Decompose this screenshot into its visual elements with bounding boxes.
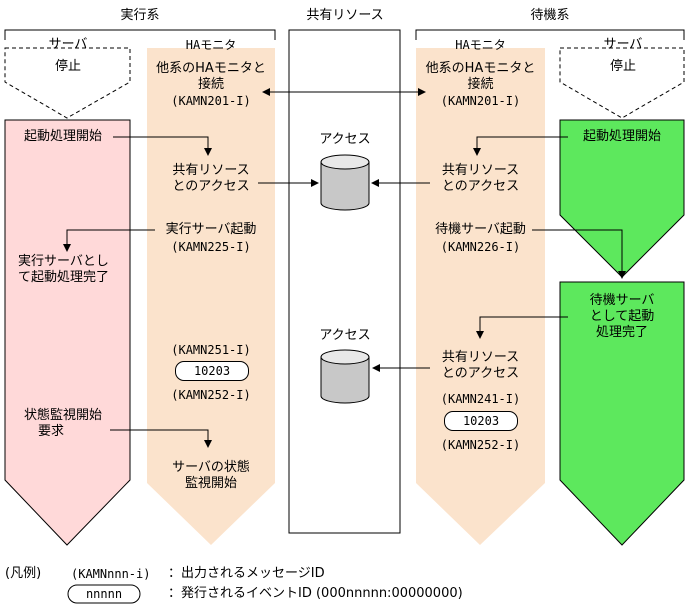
active-access-1: 共有リソース [172, 163, 250, 178]
standby-access-2: とのアクセス [441, 179, 520, 194]
legend-event-pill [67, 584, 141, 604]
standby-connect-2: 接続 [467, 77, 494, 92]
standby-msg-241: (KAMN241-I) [440, 392, 521, 406]
active-server-start-msg: (KAMN225-I) [171, 240, 251, 254]
standby-connect-1: 他系のHAモニタと [425, 61, 536, 76]
legend-event-desc: ：発行されるイベントID (000nnnnn:00000000) [168, 586, 463, 601]
standby-connect-msg: (KAMN201-I) [440, 94, 521, 108]
shared-access-label-bottom: アクセス [319, 328, 371, 343]
active-server-stopped-shape [4, 47, 131, 119]
active-connect-msg: (KAMN201-I) [171, 94, 251, 108]
active-header-bracket [4, 29, 276, 40]
standby-server-start: 待機サーバ起動 [435, 222, 526, 237]
active-monitor-arrow [147, 48, 275, 545]
standby-monitor-arrow [416, 48, 545, 545]
active-system-header: 実行系 [120, 8, 160, 23]
active-msg-252: (KAMN252-I) [171, 388, 251, 402]
standby-event-id-badge: 10203 [444, 411, 518, 431]
standby-server-state: 停止 [609, 59, 636, 74]
standby-access2-1: 共有リソース [441, 350, 520, 365]
active-connect-1: 他系のHAモニタと [156, 61, 266, 76]
shared-disk-icon-bottom [320, 349, 370, 404]
standby-boot-complete-2: として起動 [589, 309, 655, 324]
legend-message-sample: (KAMNnnn-i) [71, 567, 151, 581]
active-server-label: サーバ [48, 37, 88, 52]
active-monitor-request-2: 要求 [38, 424, 65, 439]
active-monitoring-1: サーバの状態 [172, 460, 250, 475]
legend-title: (凡例) [5, 566, 42, 581]
active-access-2: とのアクセス [172, 179, 250, 194]
standby-server-arrow-2 [559, 281, 685, 546]
shared-access-label-top: アクセス [319, 132, 371, 147]
active-event-id-badge: 10203 [175, 361, 249, 381]
active-server-start: 実行サーバ起動 [165, 222, 257, 237]
active-server-arrow [4, 119, 131, 546]
shared-resource-header: 共有リソース [306, 8, 384, 23]
active-boot-complete-2: て起動処理完了 [18, 270, 110, 285]
active-monitoring-2: 監視開始 [184, 476, 237, 491]
flow-arrows [63, 88, 626, 448]
standby-server-start-msg: (KAMN226-I) [440, 240, 521, 254]
shared-disk-icon-top [320, 154, 370, 211]
standby-start-boot: 起動処理開始 [582, 129, 661, 144]
standby-msg-252: (KAMN252-I) [440, 438, 521, 452]
shared-resource-column [288, 29, 401, 534]
active-monitor-request-1: 状態監視開始 [24, 408, 103, 423]
active-monitor-label: HAモニタ [185, 38, 237, 52]
standby-server-label: サーバ [603, 37, 643, 52]
standby-access-1: 共有リソース [441, 163, 520, 178]
active-server-state: 停止 [54, 59, 81, 74]
standby-header-bracket [415, 29, 685, 40]
active-msg-251: (KAMN251-I) [171, 343, 251, 357]
standby-server-arrow-1 [559, 119, 685, 278]
active-start-boot: 起動処理開始 [24, 129, 103, 144]
standby-access2-2: とのアクセス [441, 366, 520, 381]
legend-event-sample: nnnnn [85, 587, 123, 601]
standby-system-header: 待機系 [530, 8, 570, 23]
standby-boot-complete-3: 処理完了 [595, 325, 648, 340]
active-boot-complete-1: 実行サーバとし [18, 254, 109, 269]
legend-message-desc: ：出力されるメッセージID [168, 566, 325, 581]
standby-boot-complete-1: 待機サーバ [589, 293, 655, 308]
standby-monitor-label: HAモニタ [455, 38, 506, 52]
active-connect-2: 接続 [197, 77, 224, 92]
